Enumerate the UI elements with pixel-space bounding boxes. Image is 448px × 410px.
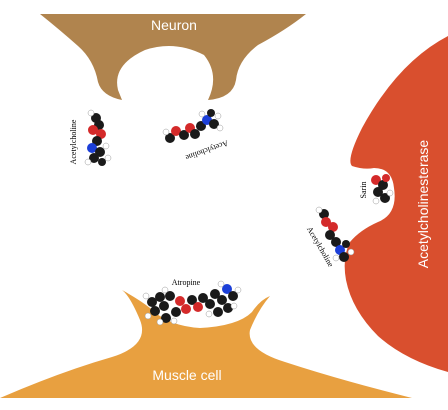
acetylcholine-center-label: Acetylcholine	[184, 138, 230, 162]
atropine-atoms	[142, 280, 242, 326]
acetylcholine-left-label: Acetylcholine	[69, 119, 78, 164]
enzyme-label: Acetylcholinesterase	[415, 140, 431, 269]
muscle-cell-label: Muscle cell	[152, 367, 221, 383]
acetylcholine-molecule-left: Acetylcholine	[69, 109, 112, 166]
acetylcholine-left-atoms	[84, 109, 112, 166]
muscle-cell-shape	[0, 290, 412, 398]
neuron-label: Neuron	[151, 17, 197, 33]
acetylcholine-center-atoms	[162, 109, 224, 143]
sarin-label: Sarin	[359, 182, 368, 199]
sarin-molecule: Sarin	[359, 174, 394, 205]
sarin-atoms	[371, 174, 394, 205]
atropine-molecule: Atropine	[142, 278, 242, 326]
atropine-label: Atropine	[172, 278, 201, 287]
neuron-shape	[40, 14, 306, 100]
enzyme-shape	[344, 36, 448, 372]
acetylcholine-molecule-center: Acetylcholine	[162, 109, 230, 162]
acetylcholine-right-atoms	[315, 206, 355, 262]
acetylcholine-molecule-right: Acetylcholine	[305, 206, 355, 269]
